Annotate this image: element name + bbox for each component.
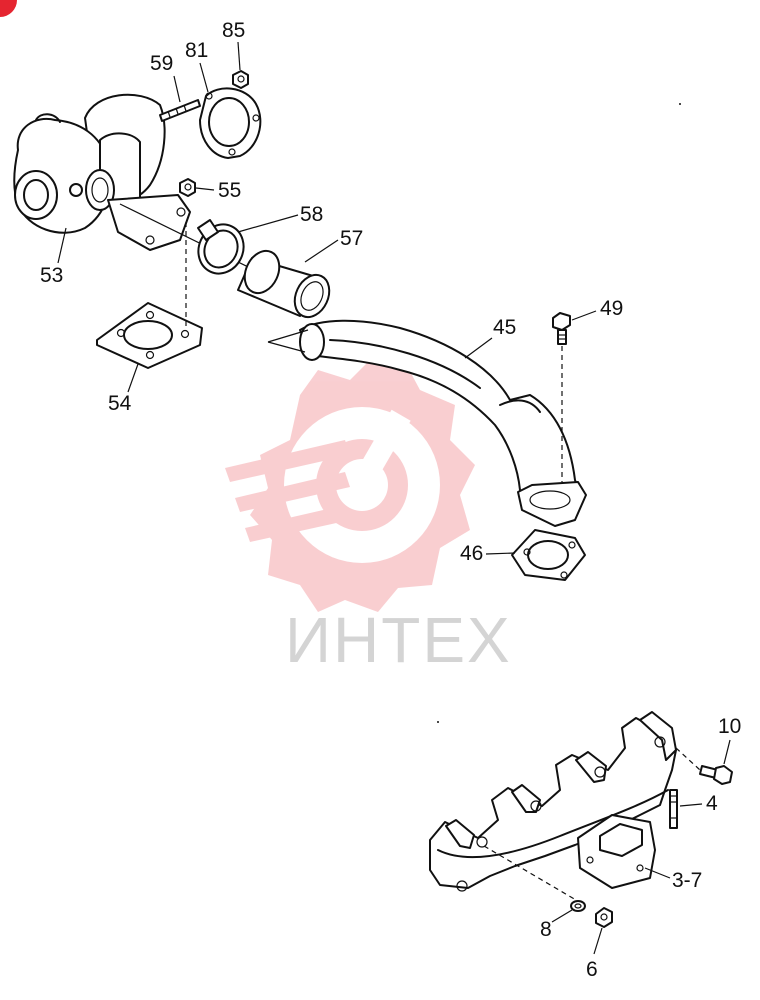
stud-part-59 [159,99,201,122]
watermark-text: ИНТЕХ [285,604,512,676]
gasket-part-54 [96,302,203,369]
gasket-part-46 [511,529,586,581]
exhaust-manifold-part-3-7 [429,711,677,892]
turbocharger-part-53 [13,93,191,251]
plate-part-81 [199,87,262,159]
label-57: 57 [340,227,363,250]
label-8: 8 [540,918,552,941]
label-46: 46 [460,542,483,565]
clamp-part-58 [197,219,245,275]
nut-part-85 [232,70,249,89]
label-49: 49 [600,297,623,320]
label-85: 85 [222,19,245,42]
label-81: 81 [185,39,208,62]
pipe-part-45 [299,319,587,527]
label-3-7: 3-7 [672,869,702,892]
label-45: 45 [493,316,516,339]
label-55: 55 [218,179,241,202]
washer-part-8 [570,900,586,912]
label-54: 54 [108,392,132,415]
label-59: 59 [150,52,173,75]
label-58: 58 [300,203,323,226]
watermark-logo [225,358,475,612]
label-10: 10 [718,715,741,738]
stud-part-4 [669,789,678,829]
nut-part-55 [179,178,196,197]
bolt-part-10 [699,765,733,785]
bolt-part-49 [552,312,571,345]
label-6: 6 [586,958,598,981]
label-4: 4 [706,792,718,815]
corner-marker [0,0,17,17]
hose-part-57 [237,249,331,319]
nut-part-6 [595,907,613,928]
label-53: 53 [40,264,63,287]
